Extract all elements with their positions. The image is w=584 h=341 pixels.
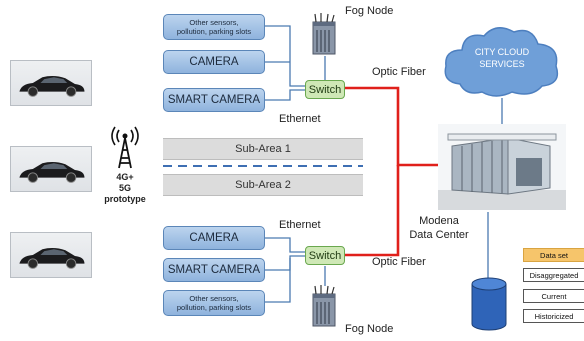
cloud-label: CITY CLOUD SERVICES: [474, 47, 530, 69]
legend-item: Historicized: [523, 309, 584, 323]
smart-camera-box-top: SMART CAMERA: [163, 88, 265, 112]
camera-box-top: CAMERA: [163, 50, 265, 74]
ethernet-label-top: Ethernet: [279, 113, 321, 125]
switch-top: Switch: [305, 80, 345, 99]
data-center-image: [438, 124, 566, 210]
camera-box-bottom: CAMERA: [163, 226, 265, 250]
antenna-label: 4G+ 5G prototype: [104, 172, 146, 204]
fog-node-server-icon: [312, 13, 336, 55]
fog-node-label-top: Fog Node: [345, 5, 394, 17]
antenna-tower-icon: [111, 126, 139, 169]
car-image: [10, 232, 92, 278]
smart-camera-box-bottom: SMART CAMERA: [163, 258, 265, 282]
fog-node-server-icon: [312, 285, 336, 327]
database-icon: [471, 277, 507, 331]
other-sensors-box-top: Other sensors, pollution, parking slots: [163, 14, 265, 40]
ethernet-label-bottom: Ethernet: [279, 219, 321, 231]
fog-node-label-bottom: Fog Node: [345, 323, 394, 335]
data-center-label: Modena Data Center: [409, 215, 469, 241]
car-image: [10, 146, 92, 192]
cloud-icon: [444, 27, 559, 97]
optic-fiber-label-top: Optic Fiber: [372, 66, 426, 78]
legend-item: Current: [523, 289, 584, 303]
sub-area-1: Sub-Area 1: [163, 138, 363, 160]
other-sensors-box-bottom: Other sensors, pollution, parking slots: [163, 290, 265, 316]
optic-fiber-label-bottom: Optic Fiber: [372, 256, 426, 268]
legend-item: Disaggregated: [523, 268, 584, 282]
legend-header: Data set: [523, 248, 584, 262]
switch-bottom: Switch: [305, 246, 345, 265]
sub-area-2: Sub-Area 2: [163, 174, 363, 196]
car-image: [10, 60, 92, 106]
